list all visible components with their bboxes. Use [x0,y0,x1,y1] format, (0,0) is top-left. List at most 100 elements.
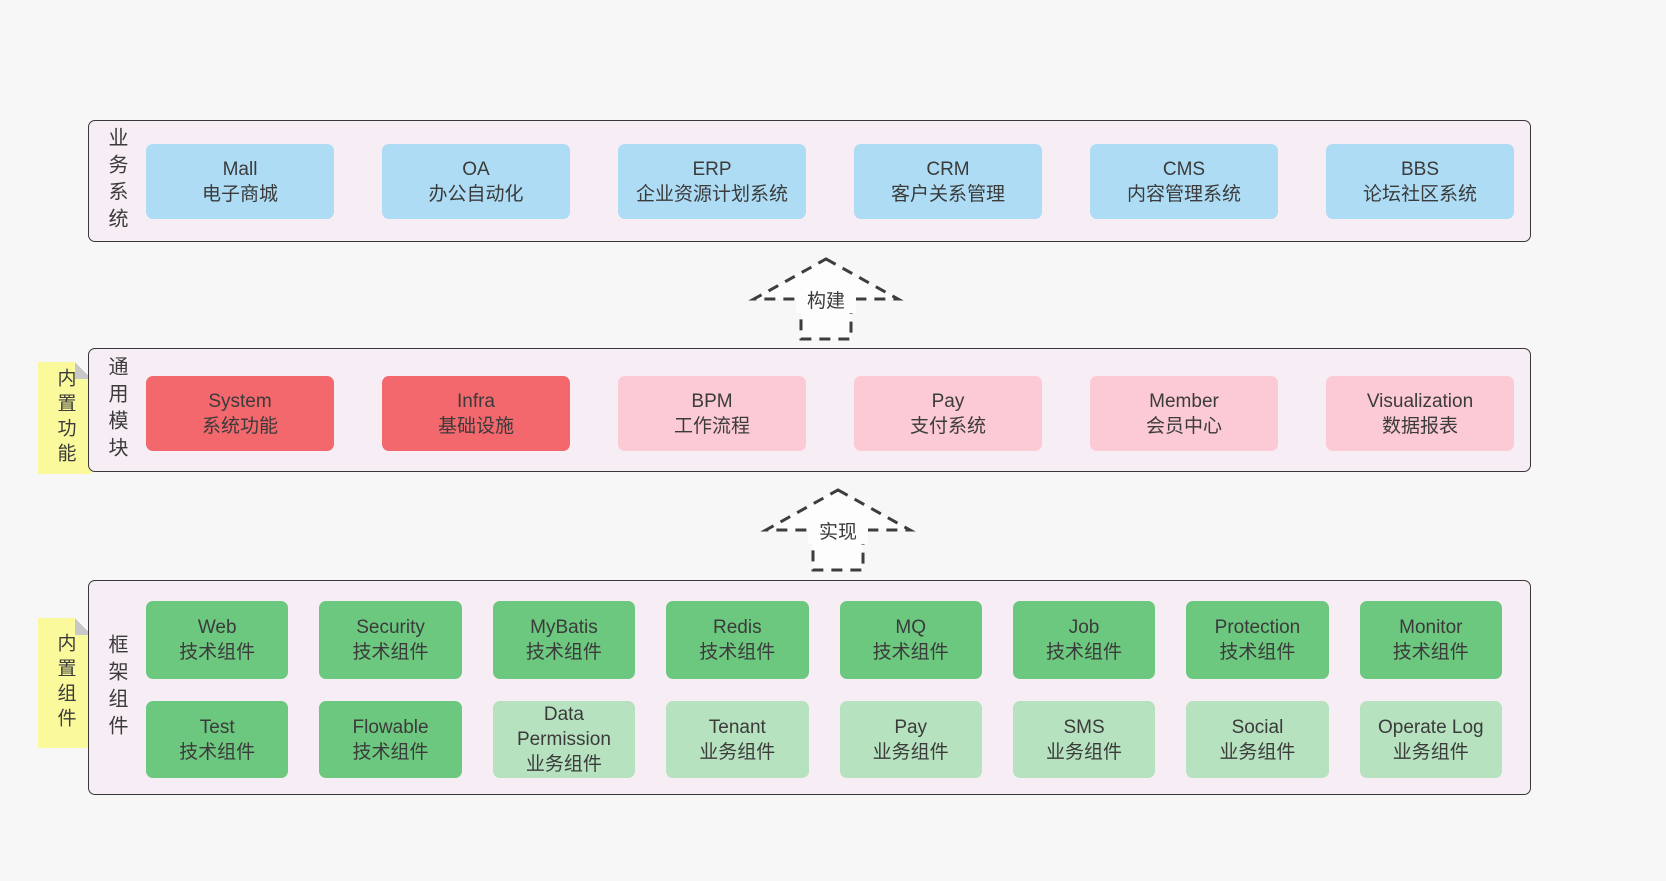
module-box-pay: Pay 业务组件 [839,701,982,778]
module-name: Protection [1214,617,1301,638]
module-box-mq: MQ 技术组件 [839,601,982,679]
module-name: Flowable [352,716,429,738]
module-box-job: Job 技术组件 [1012,601,1156,679]
module-desc: 办公自动化 [428,183,524,205]
module-desc: 业务组件 [1219,741,1296,763]
module-box-system: System 系统功能 [146,376,334,451]
layer-side-label: 框架组件 [105,633,127,742]
module-desc: 企业资源计划系统 [635,183,788,205]
module-box-visualization: Visualization 数据报表 [1326,376,1514,451]
module-box-security: Security 技术组件 [319,601,462,679]
module-desc: 业务组件 [525,754,602,775]
module-name: ERP [692,158,732,180]
module-desc: 数据报表 [1381,415,1458,437]
module-name: Mall [222,158,258,180]
sticky-fold-icon [75,362,92,379]
layer-side-label: 业务系统 [105,127,127,235]
arrow-label: 实现 [819,521,857,543]
module-name: Web [197,617,237,638]
module-name: MyBatis [530,617,598,638]
module-desc: 业务组件 [1046,741,1123,763]
module-box-protection: Protection 技术组件 [1186,601,1329,679]
module-desc: 客户关系管理 [890,183,1005,205]
module-name: Pay [931,390,965,412]
module-box-crm: CRM 客户关系管理 [854,144,1042,219]
module-desc: 技术组件 [872,642,949,663]
module-desc: 业务组件 [872,741,949,763]
module-name: SMS [1063,716,1105,738]
module-name: Tenant [708,716,766,738]
module-name: Infra [456,390,496,412]
module-name: Pay [894,716,928,738]
module-box-cms: CMS 内容管理系统 [1090,144,1278,219]
module-desc: 技术组件 [352,642,429,663]
module-name: CRM [926,158,970,180]
module-desc: 支付系统 [909,415,986,437]
module-name: Monitor [1399,617,1463,638]
module-desc: 技术组件 [179,642,256,663]
module-name: Social [1231,716,1284,738]
module-desc: 技术组件 [179,741,256,763]
module-box-erp: ERP 企业资源计划系统 [618,144,806,219]
arrow-label: 构建 [807,290,845,312]
module-box-social: Social 业务组件 [1186,701,1329,778]
sticky-note-builtin-components: 内置组件 [38,618,92,748]
module-desc: 技术组件 [525,642,602,663]
module-desc: 业务组件 [699,741,776,763]
module-box-data-permission: Data Permission 业务组件 [492,701,636,778]
module-name: Operate Log [1377,716,1484,738]
module-name: Redis [713,617,762,638]
module-box-flowable: Flowable 技术组件 [319,701,462,778]
module-desc: 技术组件 [1219,642,1296,663]
module-box-bbs: BBS 论坛社区系统 [1326,144,1514,219]
module-desc: 技术组件 [1046,642,1123,663]
module-box-infra: Infra 基础设施 [382,376,570,451]
module-name: MQ [895,617,926,638]
module-name: Data Permission [516,704,611,750]
module-name: Visualization [1366,390,1474,412]
module-name: OA [462,158,490,180]
layer-business-systems: 业务系统 Mall 电子商城 OA 办公自动化 ERP 企业资源计划系统 CRM 客户关系管理… [88,120,1531,242]
module-name: CMS [1162,158,1206,180]
module-desc: 系统功能 [201,415,278,437]
module-box-tenant: Tenant 业务组件 [666,701,809,778]
module-box-bpm: BPM 工作流程 [618,376,806,451]
module-box-mybatis: MyBatis 技术组件 [492,601,636,679]
implement-arrow-icon: 实现 [760,488,916,572]
module-box-oa: OA 办公自动化 [382,144,570,219]
module-box-monitor: Monitor 技术组件 [1359,601,1502,679]
module-desc: 基础设施 [437,415,514,437]
module-desc: 业务组件 [1392,741,1469,763]
module-box-sms: SMS 业务组件 [1012,701,1156,778]
layer-framework-components: 框架组件 Web 技术组件 Security 技术组件 MyBatis 技术组件 Redis… [88,580,1531,795]
sticky-fold-icon [75,618,92,635]
module-box-operate-log: Operate Log 业务组件 [1359,701,1502,778]
build-arrow-icon: 构建 [748,257,904,341]
module-name: Job [1068,617,1100,638]
arrow-label-bg [796,288,856,313]
module-desc: 电子商城 [201,183,278,205]
sticky-note-label: 内置组件 [54,633,76,733]
module-name: BBS [1400,158,1440,180]
module-name: Security [356,617,425,638]
module-desc: 技术组件 [352,741,429,763]
module-name: Member [1149,390,1219,412]
module-desc: 技术组件 [1392,642,1469,663]
module-desc: 内容管理系统 [1126,183,1241,205]
module-desc: 论坛社区系统 [1362,183,1477,205]
module-box-mall: Mall 电子商城 [146,144,334,219]
module-box-web: Web 技术组件 [146,601,289,679]
module-name: BPM [691,390,733,412]
module-box-pay: Pay 支付系统 [854,376,1042,451]
module-row: Mall 电子商城 OA 办公自动化 ERP 企业资源计划系统 CRM 客户关系管理 CMS 内容… [146,144,1514,219]
module-name: System [208,390,272,412]
module-desc: 工作流程 [673,415,750,437]
sticky-note-builtin-features: 内置功能 [38,362,92,474]
